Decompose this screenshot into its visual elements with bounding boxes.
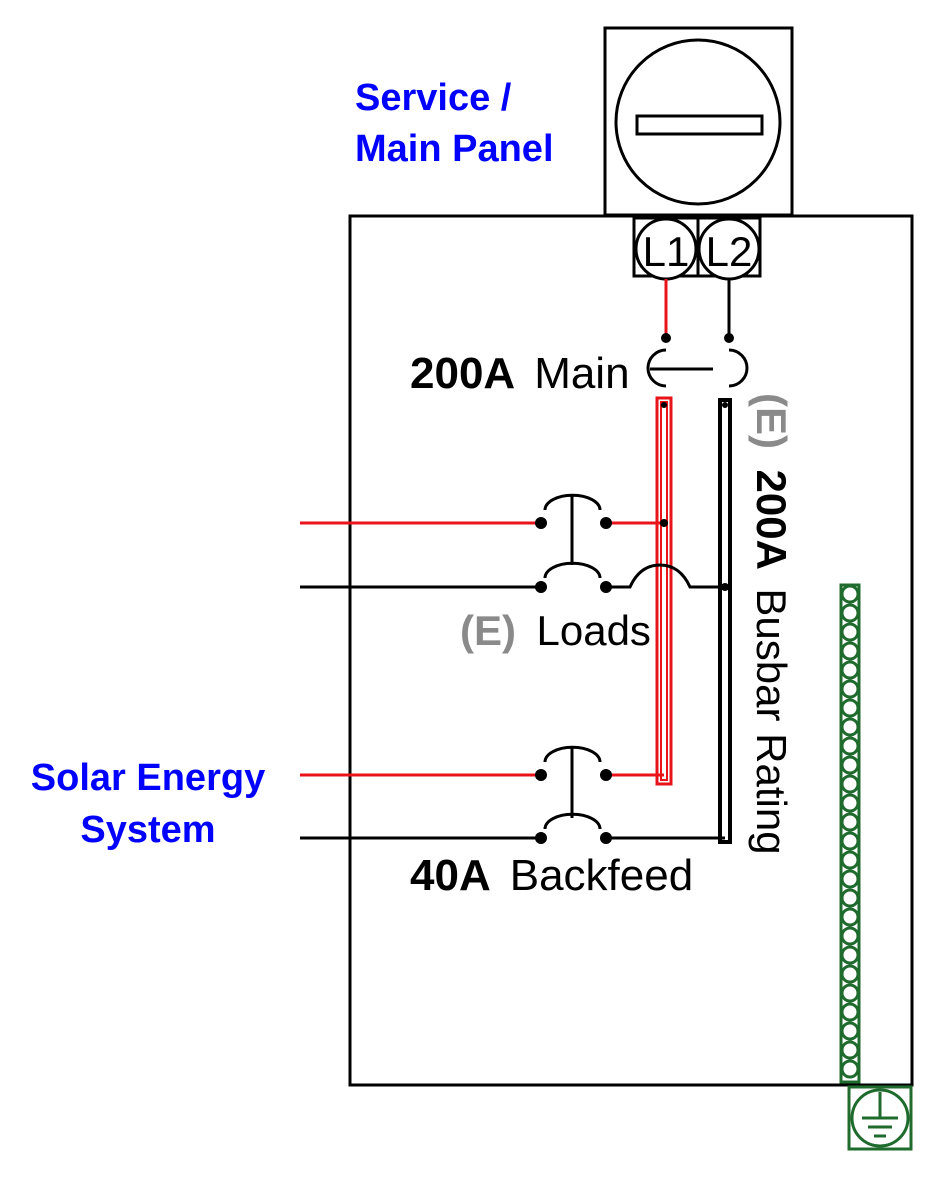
terminal-l2: L2: [696, 216, 762, 281]
meter-icon: [603, 26, 794, 217]
backfeed-word: Backfeed: [510, 851, 693, 900]
terminal-l2-label: L2: [706, 228, 753, 275]
panel-enclosure: [348, 214, 914, 1087]
solar-label-line1: Solar Energy: [31, 757, 265, 799]
service-panel-label-line1: Service /: [355, 77, 512, 119]
busbar-word: Busbar Rating: [748, 588, 795, 854]
terminal-l1-label: L1: [643, 228, 690, 275]
loads-label: (E) Loads: [460, 607, 651, 655]
busbar-rating-label: (E) 200A Busbar Rating: [747, 393, 795, 855]
main-breaker-label: 200A Main: [410, 349, 630, 398]
main-amps: 200A: [410, 349, 515, 398]
busbar-amps: 200A: [748, 470, 795, 570]
ground-bar: [839, 583, 861, 1084]
busbar-prefix: (E): [748, 393, 795, 449]
loads-word: Loads: [537, 607, 651, 654]
terminal-l1: L1: [632, 216, 700, 281]
main-word: Main: [534, 349, 629, 398]
loads-breaker: [300, 493, 729, 593]
ground-icon: [847, 1085, 913, 1151]
backfeed-label: 40A Backfeed: [410, 851, 693, 900]
service-panel-label-line2: Main Panel: [355, 128, 554, 170]
solar-label-line2: System: [80, 809, 215, 851]
busbar-red: [655, 396, 673, 786]
loads-prefix: (E): [460, 607, 516, 654]
main-breaker: [646, 348, 749, 388]
backfeed-breaker: [300, 745, 725, 844]
busbar-black: [718, 398, 732, 844]
backfeed-amps: 40A: [410, 851, 491, 900]
